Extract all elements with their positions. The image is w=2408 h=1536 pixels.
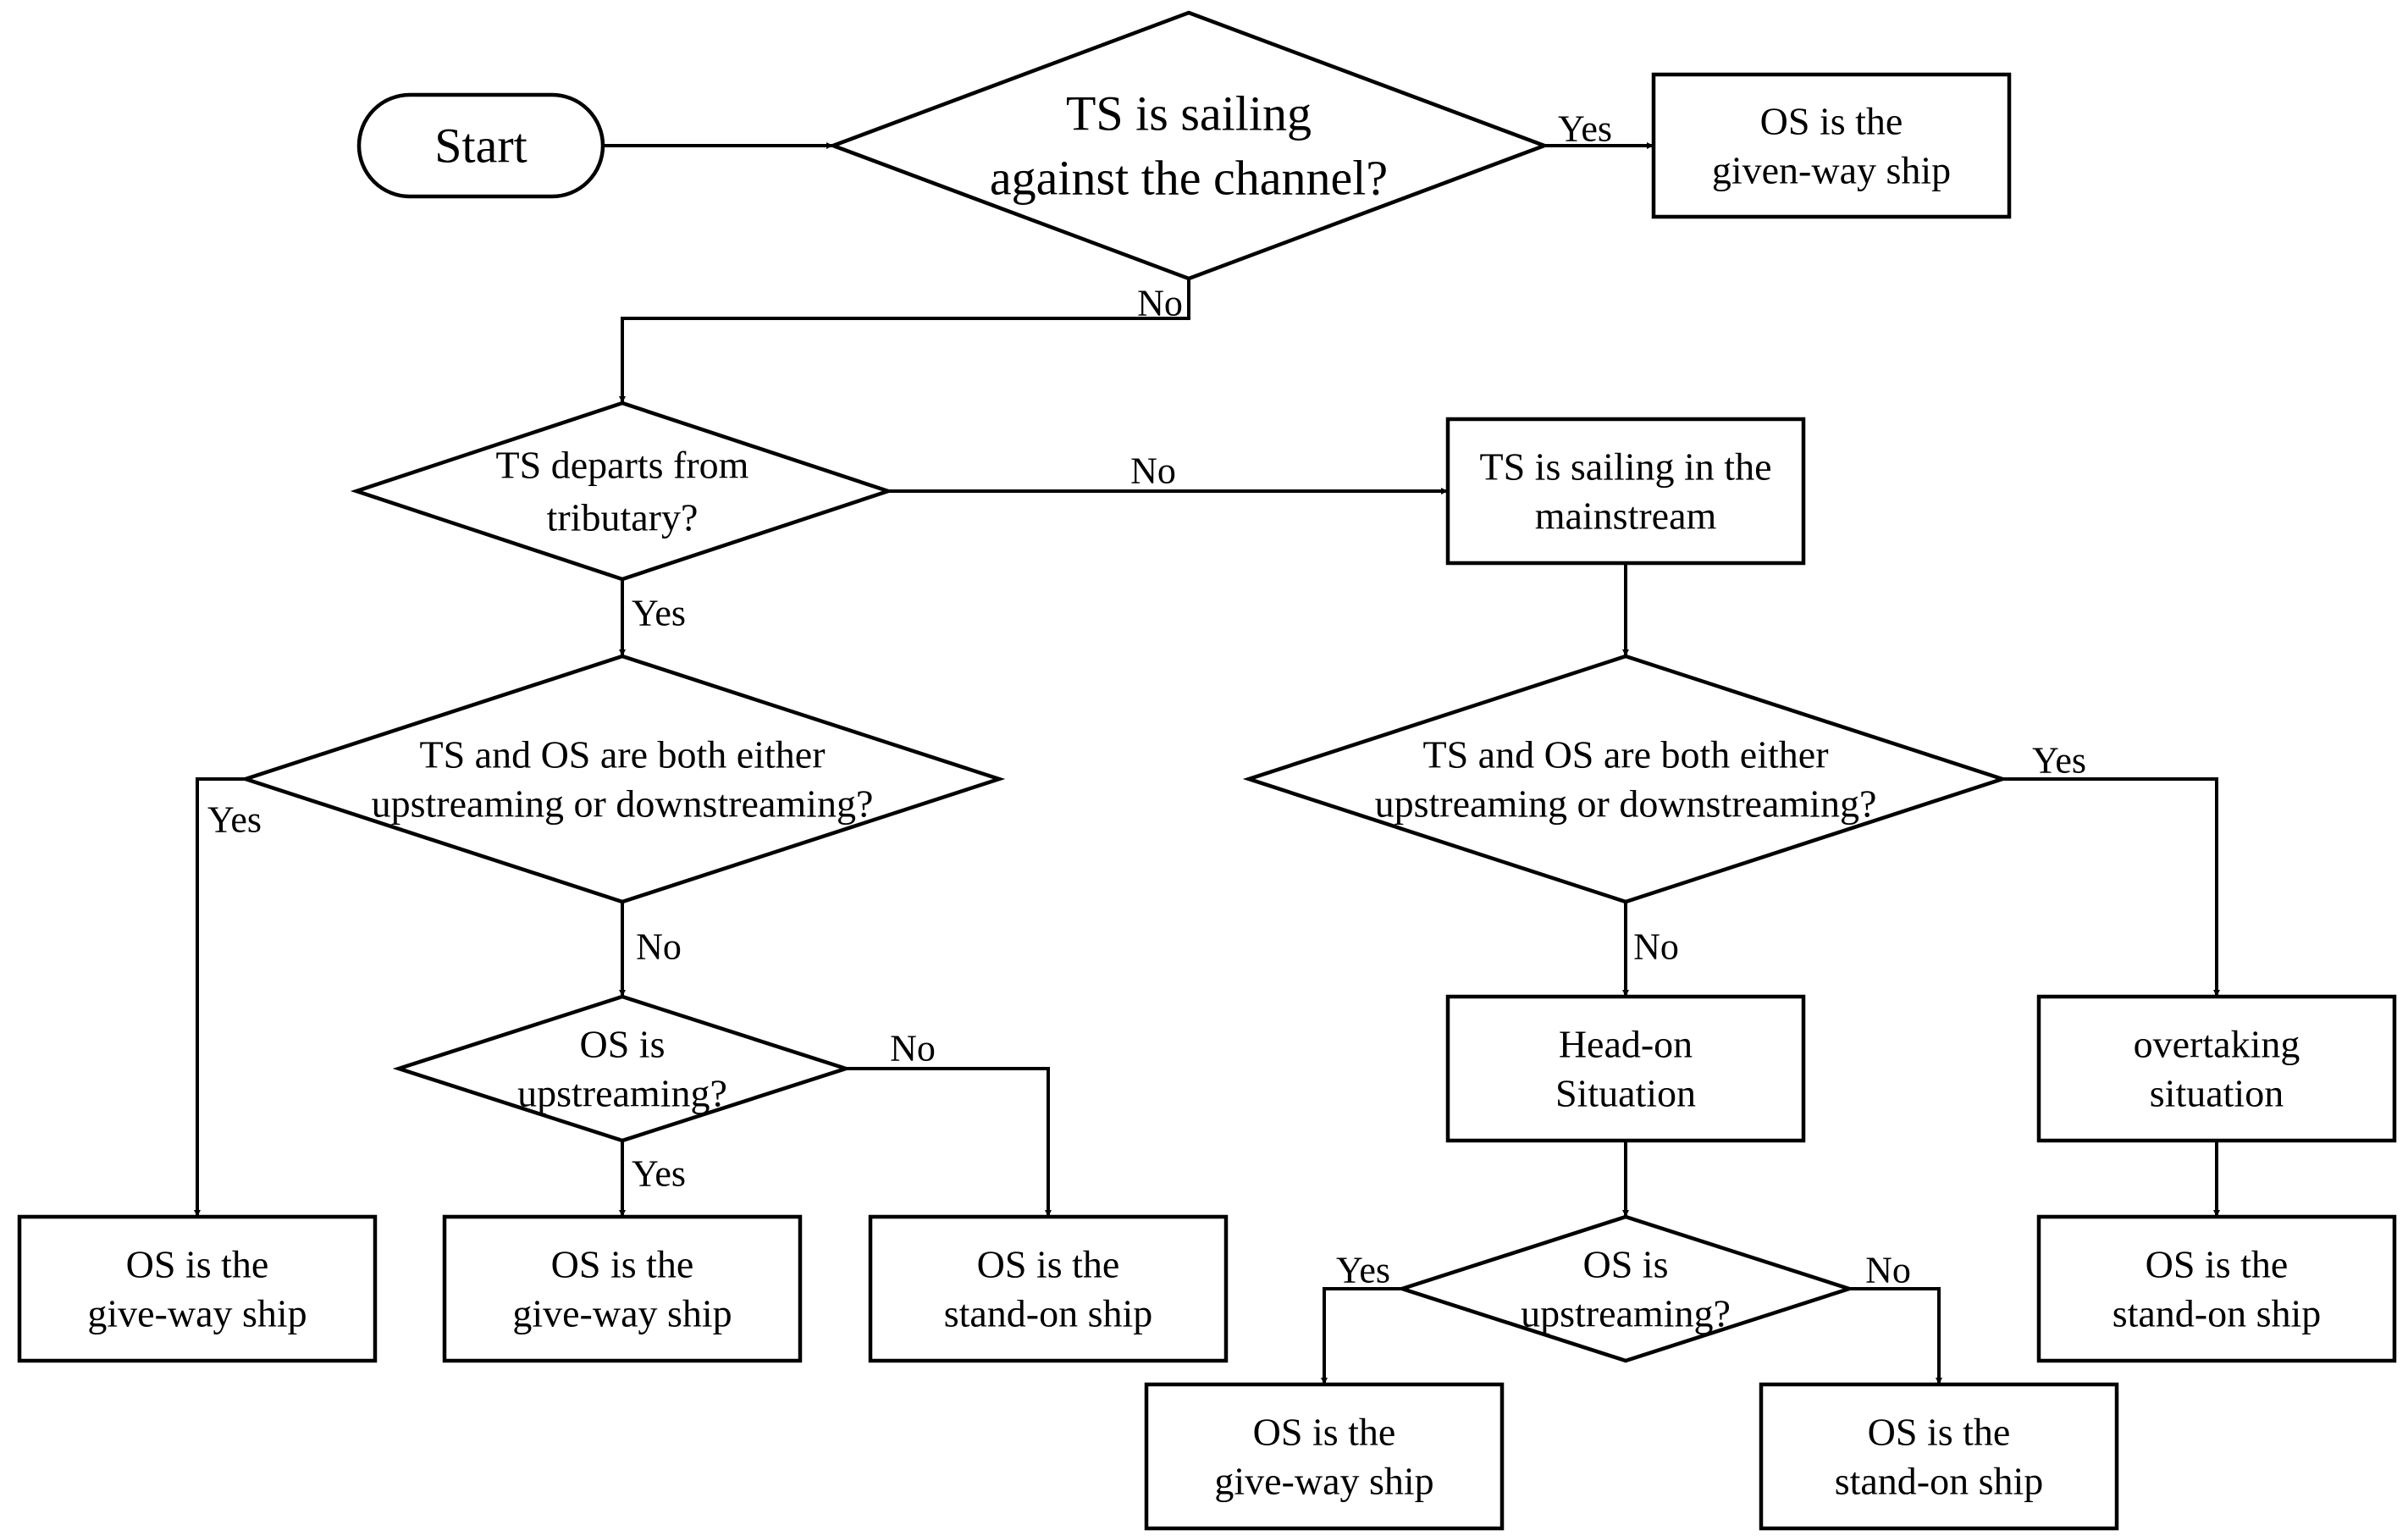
node-r-standon-right: OS is the stand-on ship: [2036, 1214, 2397, 1363]
r-standon-right-text-line-1: OS is the: [2146, 1243, 2289, 1286]
r-standon-right-text-line-2: stand-on ship: [2113, 1292, 2322, 1335]
q-departs-tributary-decision: [350, 401, 895, 582]
r-giveway-2-text-line-2: give-way ship: [512, 1292, 732, 1335]
node-q-os-up-right: OS is upstreaming?: [1395, 1214, 1856, 1363]
r-given-way-top-box: [1651, 72, 2012, 219]
node-r-given-way-top: OS is the given-way ship: [1651, 72, 2012, 219]
p-head-on-text-line-2: Situation: [1555, 1072, 1696, 1115]
edge-label-yes-top: Yes: [1558, 108, 1612, 150]
q-against-channel-decision: [827, 10, 1550, 281]
r-standon-1-box: [868, 1214, 1229, 1363]
node-r-standon-3: OS is the stand-on ship: [1759, 1382, 2119, 1531]
p-overtaking-box: [2036, 994, 2397, 1143]
edge-label-yes-os-up-right: Yes: [1336, 1250, 1390, 1291]
r-standon-3-box: [1759, 1382, 2119, 1531]
r-standon-1-text-line-1: OS is the: [977, 1243, 1120, 1286]
node-q-against-channel: TS is sailing against the channel?: [827, 10, 1550, 281]
r-giveway-2-box: [442, 1214, 803, 1363]
connector-against-channel-no: [619, 279, 1190, 403]
r-giveway-3-box: [1144, 1382, 1505, 1531]
node-r-standon-1: OS is the stand-on ship: [868, 1214, 1229, 1363]
edge-label-yes-both-right: Yes: [2032, 740, 2086, 782]
edge-label-no-both-right: No: [1633, 926, 1679, 968]
q-both-right-decision: [1242, 654, 2009, 904]
p-head-on-box: [1445, 994, 1806, 1143]
q-os-up-left-text-line-2: upstreaming?: [517, 1072, 727, 1115]
shapes: Start TS is sailing against the channel? OS…: [17, 10, 2397, 1531]
edge-label-no-os-up-right: No: [1865, 1250, 1911, 1291]
r-giveway-3-text-line-2: give-way ship: [1214, 1460, 1433, 1503]
q-both-left-decision: [239, 654, 1006, 904]
q-os-up-right-decision: [1395, 1214, 1856, 1363]
q-against-channel-text-line-1: TS is sailing: [1066, 86, 1312, 141]
node-start: Start: [356, 92, 605, 199]
r-giveway-3-text-line-1: OS is the: [1253, 1411, 1396, 1454]
r-standon-1-text-line-2: stand-on ship: [944, 1292, 1153, 1335]
node-p-overtaking: overtaking situation: [2036, 994, 2397, 1143]
q-both-right-text-line-1: TS and OS are both either: [1422, 733, 1828, 776]
node-q-both-right: TS and OS are both either upstreaming or …: [1242, 654, 2009, 904]
r-giveway-1-text-line-1: OS is the: [126, 1243, 269, 1286]
edge-label-no-top: No: [1137, 283, 1183, 324]
node-r-giveway-1: OS is the give-way ship: [17, 1214, 378, 1363]
q-departs-tributary-text-line-2: tributary?: [547, 496, 699, 539]
edge-label-yes-os-up-left: Yes: [632, 1153, 686, 1195]
q-departs-tributary-text-line-1: TS departs from: [496, 444, 749, 487]
node-q-both-left: TS and OS are both either upstreaming or …: [239, 654, 1006, 904]
connectors: [194, 142, 2220, 1384]
p-mainstream-box: [1445, 417, 1806, 566]
node-q-os-up-left: OS is upstreaming?: [392, 994, 853, 1143]
node-q-departs-tributary: TS departs from tributary?: [350, 401, 895, 582]
r-giveway-1-text-line-2: give-way ship: [87, 1292, 307, 1335]
node-p-mainstream: TS is sailing in the mainstream: [1445, 417, 1806, 566]
connector-os-up-right-no: [1849, 1287, 1942, 1384]
q-both-right-text-line-2: upstreaming or downstreaming?: [1375, 782, 1877, 826]
node-r-giveway-3: OS is the give-way ship: [1144, 1382, 1505, 1531]
q-os-up-right-text-line-1: OS is: [1583, 1243, 1669, 1286]
r-giveway-2-text-line-1: OS is the: [551, 1243, 694, 1286]
r-standon-right-box: [2036, 1214, 2397, 1363]
q-both-left-text-line-1: TS and OS are both either: [419, 733, 825, 776]
edge-label-no-tributary: No: [1130, 450, 1176, 492]
p-head-on-text-line-1: Head-on: [1559, 1023, 1693, 1066]
q-os-up-left-decision: [392, 994, 853, 1143]
q-both-left-text-line-2: upstreaming or downstreaming?: [372, 782, 874, 826]
connector-both-right-yes: [2002, 777, 2220, 997]
r-standon-3-text-line-2: stand-on ship: [1835, 1460, 2044, 1503]
q-os-up-left-text-line-1: OS is: [580, 1023, 666, 1066]
connector-os-up-right-yes: [1321, 1287, 1402, 1384]
edge-label-yes-both-left: Yes: [207, 799, 262, 841]
q-os-up-right-text-line-2: upstreaming?: [1521, 1292, 1731, 1335]
q-against-channel-text-line-2: against the channel?: [990, 151, 1388, 206]
start-text-line-1: Start: [434, 119, 527, 174]
edge-label-no-both-left: No: [636, 926, 682, 968]
node-r-giveway-2: OS is the give-way ship: [442, 1214, 803, 1363]
p-mainstream-text-line-2: mainstream: [1535, 495, 1717, 538]
r-standon-3-text-line-1: OS is the: [1868, 1411, 2011, 1454]
start-terminator: [356, 92, 605, 199]
p-mainstream-text-line-1: TS is sailing in the: [1480, 445, 1772, 489]
p-overtaking-text-line-2: situation: [2150, 1072, 2284, 1115]
connector-os-up-left-no: [846, 1067, 1052, 1217]
p-overtaking-text-line-1: overtaking: [2134, 1023, 2300, 1066]
r-given-way-top-text-line-2: given-way ship: [1712, 149, 1951, 192]
edge-label-yes-tributary: Yes: [632, 593, 686, 634]
r-given-way-top-text-line-1: OS is the: [1760, 100, 1903, 143]
r-giveway-1-box: [17, 1214, 378, 1363]
connector-both-left-yes: [194, 777, 246, 1217]
edge-label-no-os-up-left: No: [890, 1028, 936, 1069]
